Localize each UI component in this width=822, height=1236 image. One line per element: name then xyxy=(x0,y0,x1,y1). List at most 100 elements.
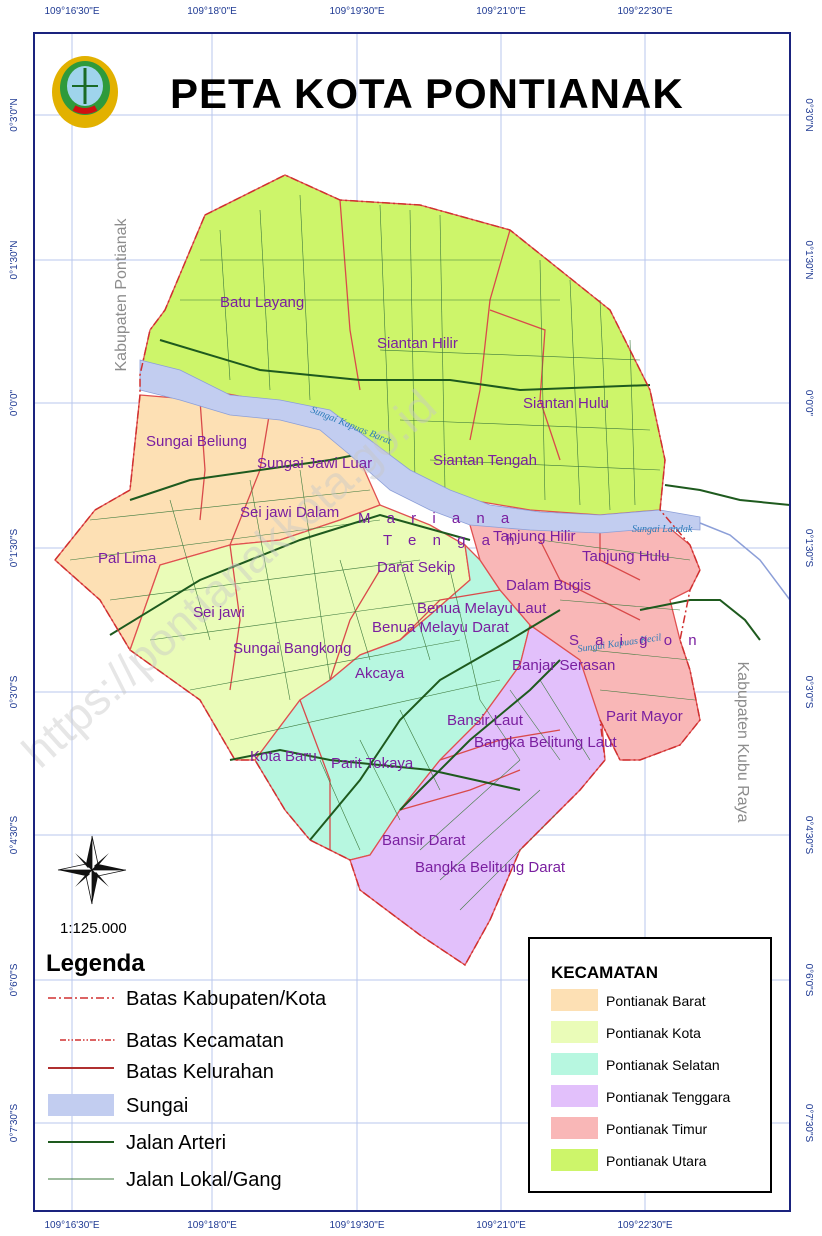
coord-right-4: 0°1'30"S xyxy=(803,529,814,568)
label-pal-lima: Pal Lima xyxy=(98,550,157,567)
legend-item-jalan-lokal: Jalan Lokal/Gang xyxy=(48,1169,282,1191)
label-parit-tokaya: Parit Tokaya xyxy=(331,755,414,772)
page-title: PETA KOTA PONTIANAK xyxy=(170,70,684,117)
label-darat-sekip: Darat Sekip xyxy=(377,559,455,576)
kelurahan-boundaries xyxy=(199,199,641,850)
seal-kota-pontianak-icon xyxy=(52,56,118,128)
city-border xyxy=(53,174,701,967)
coord-right-8: 0°7'30"S xyxy=(803,1104,814,1143)
label-saigon: S a i g o n xyxy=(569,632,703,649)
scale-text: 1:125.000 xyxy=(60,920,127,937)
label-benua-melayu-darat: Benua Melayu Darat xyxy=(372,619,510,636)
coord-left-3: 0°0'0" xyxy=(9,389,20,416)
kecamatan-title: KECAMATAN xyxy=(551,963,658,982)
kecamatan-item-utara: Pontianak Utara xyxy=(551,1149,707,1171)
label-kota-baru: Kota Baru xyxy=(250,748,317,765)
label-sei-jawi: Sei jawi xyxy=(193,604,245,621)
rivers xyxy=(139,359,790,601)
river-landak xyxy=(699,522,790,601)
coord-bottom-1: 109°16'30"E xyxy=(44,1220,99,1231)
kecamatan-legend: KECAMATAN Pontianak Barat Pontianak Kota… xyxy=(528,937,772,1193)
label-siantan-tengah: Siantan Tengah xyxy=(433,452,537,469)
kecamatan-label: Pontianak Kota xyxy=(606,1025,701,1041)
coord-left-1: 0°3'0"N xyxy=(9,98,20,131)
coord-bottom-3: 109°19'30"E xyxy=(329,1220,384,1231)
label-siantan-hilir: Siantan Hilir xyxy=(377,335,458,352)
label-dalam-bugis: Dalam Bugis xyxy=(506,577,591,594)
label-mariana: M a r i a n a xyxy=(358,510,515,527)
coord-left-7: 0°6'0"S xyxy=(9,963,20,996)
coord-top-5: 109°22'30"E xyxy=(617,6,672,17)
label-akcaya: Akcaya xyxy=(355,665,405,682)
label-siantan-hulu: Siantan Hulu xyxy=(523,395,609,412)
kecamatan-item-kota: Pontianak Kota xyxy=(551,1021,701,1043)
kecamatan-label: Pontianak Timur xyxy=(606,1121,707,1137)
coord-right-1: 0°3'0"N xyxy=(803,98,814,131)
legend-label: Sungai xyxy=(126,1095,188,1117)
label-sungai-bangkong: Sungai Bangkong xyxy=(233,640,351,657)
kecamatan-label: Pontianak Selatan xyxy=(606,1057,720,1073)
coord-right-5: 0°3'0"S xyxy=(803,676,814,709)
legend-label: Batas Kecamatan xyxy=(126,1030,284,1052)
label-sungai-jawi-luar: Sungai Jawi Luar xyxy=(257,455,372,472)
kecamatan-label: Pontianak Barat xyxy=(606,993,706,1009)
legend-title: Legenda xyxy=(46,950,145,977)
region-label-east: Kabupaten Kubu Raya xyxy=(734,661,751,822)
label-parit-mayor: Parit Mayor xyxy=(606,708,683,725)
label-banjar-serasan: Banjar Serasan xyxy=(512,657,615,674)
legend-item-jalan-arteri: Jalan Arteri xyxy=(48,1132,226,1154)
kecamatan-label: Pontianak Tenggara xyxy=(606,1089,730,1105)
legend-item-batas-kabupaten: Batas Kabupaten/Kota xyxy=(48,988,327,1010)
coord-top-1: 109°16'30"E xyxy=(44,6,99,17)
river-kapuas-barat xyxy=(139,359,701,534)
legend-item-batas-kelurahan: Batas Kelurahan xyxy=(48,1061,274,1083)
kecamatan-item-barat: Pontianak Barat xyxy=(551,989,706,1011)
coord-right-3: 0°0'0" xyxy=(803,390,814,417)
label-bangka-belitung-darat: Bangka Belitung Darat xyxy=(415,859,566,876)
compass-rose-icon xyxy=(57,835,127,905)
coord-right-7: 0°6'0"S xyxy=(803,964,814,997)
legend-label: Jalan Arteri xyxy=(126,1132,226,1154)
label-sei-jawi-dalam: Sei jawi Dalam xyxy=(240,504,339,521)
label-tanjung-hilir: Tanjung Hilir xyxy=(493,528,576,545)
map-frame xyxy=(33,32,791,1212)
coord-left-4: 0°1'30"S xyxy=(9,528,20,567)
coord-left-6: 0°4'30"S xyxy=(9,815,20,854)
coord-top-4: 109°21'0"E xyxy=(476,6,526,17)
coord-left-5: 0°3'0"S xyxy=(9,675,20,708)
coord-bottom-2: 109°18'0"E xyxy=(187,1220,237,1231)
label-bansir-laut: Bansir Laut xyxy=(447,712,524,729)
coord-left-8: 0°7'30"S xyxy=(9,1103,20,1142)
kecamatan-item-timur: Pontianak Timur xyxy=(551,1117,707,1139)
legend: Legenda Batas Kabupaten/Kota Batas Kecam… xyxy=(46,950,327,1191)
kecamatan-item-tenggara: Pontianak Tenggara xyxy=(551,1085,730,1107)
legend-item-batas-kecamatan: Batas Kecamatan xyxy=(60,1030,284,1052)
label-bansir-darat: Bansir Darat xyxy=(382,832,466,849)
coord-top-3: 109°19'30"E xyxy=(329,6,384,17)
coord-labels-bottom: 109°16'30"E 109°18'0"E 109°19'30"E 109°2… xyxy=(44,1220,672,1231)
label-sungai-beliung: Sungai Beliung xyxy=(146,433,247,450)
region-label-west: Kabupaten Pontianak xyxy=(113,217,130,371)
arterial-roads xyxy=(109,339,790,841)
coord-left-2: 0°1'30"N xyxy=(9,241,20,280)
legend-item-sungai: Sungai xyxy=(48,1094,188,1117)
title-block: PETA KOTA PONTIANAK xyxy=(52,56,684,128)
coord-labels-top: 109°16'30"E 109°18'0"E 109°19'30"E 109°2… xyxy=(44,6,672,17)
coord-bottom-5: 109°22'30"E xyxy=(617,1220,672,1231)
coord-right-6: 0°4'30"S xyxy=(803,816,814,855)
label-tengah: T e n g a h xyxy=(383,532,520,549)
kecamatan-item-selatan: Pontianak Selatan xyxy=(551,1053,720,1075)
legend-label: Batas Kabupaten/Kota xyxy=(126,988,327,1010)
local-roads xyxy=(69,194,696,911)
label-tanjung-hulu: Tanjung Hulu xyxy=(582,548,670,565)
legend-label: Batas Kelurahan xyxy=(126,1061,274,1083)
label-batu-layang: Batu Layang xyxy=(220,294,304,311)
legend-label: Jalan Lokal/Gang xyxy=(126,1169,282,1191)
label-benua-melayu-laut: Benua Melayu Laut xyxy=(417,600,547,617)
coord-top-2: 109°18'0"E xyxy=(187,6,237,17)
label-bangka-belitung-laut: Bangka Belitung Laut xyxy=(474,734,617,751)
coord-bottom-4: 109°21'0"E xyxy=(476,1220,526,1231)
coord-labels-left: 0°3'0"N 0°1'30"N 0°0'0" 0°1'30"S 0°3'0"S… xyxy=(9,98,20,1142)
river-label-landak: Sungai Landak xyxy=(632,524,693,535)
